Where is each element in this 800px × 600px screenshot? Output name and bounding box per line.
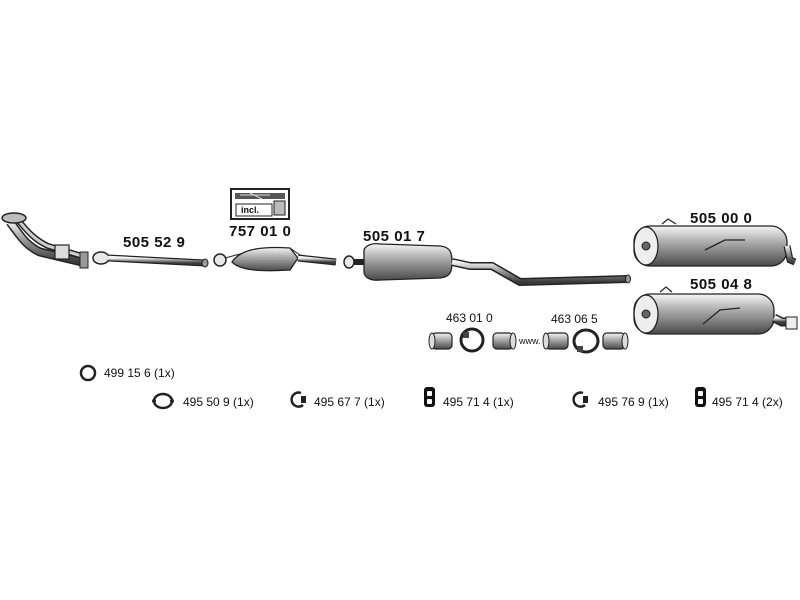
clamp-set-b [542, 328, 629, 354]
accessory-label: 495 71 4 (2x) [712, 395, 783, 409]
clamp-set-a-number: 463 01 0 [446, 311, 493, 325]
flange-gasket-icon [152, 392, 174, 410]
rubber-mount-icon [424, 387, 435, 407]
accessory-label: 495 76 9 (1x) [598, 395, 669, 409]
front-silencer-number: 505 01 7 [363, 228, 426, 245]
clamp-set-b-number: 463 06 5 [551, 312, 598, 326]
rear-silencer-top [633, 218, 797, 267]
front-pipe [1, 212, 89, 269]
accessory-label: 495 71 4 (1x) [443, 395, 514, 409]
catalytic-converter-kit-box [230, 188, 290, 220]
rubber-mount-icon [695, 387, 706, 407]
pipe-clamp-icon [290, 391, 306, 408]
gasket-ring-icon [79, 364, 97, 382]
accessory-label: 495 50 9 (1x) [183, 395, 254, 409]
accessory-label: 499 15 6 (1x) [104, 366, 175, 380]
catalytic-converter-number: 757 01 0 [229, 223, 292, 240]
intermediate-pipe-number: 505 52 9 [123, 234, 186, 251]
intermediate-pipe [92, 251, 209, 268]
rear-silencer-b-number: 505 04 8 [690, 276, 753, 293]
connector-text: www. [519, 336, 541, 346]
catalytic-converter [213, 188, 337, 272]
catalytic-converter-tag: incl. [241, 205, 260, 215]
rear-silencer-bottom [633, 286, 798, 335]
clamp-set-a [428, 327, 517, 353]
rear-silencer-a-number: 505 00 0 [690, 210, 753, 227]
pipe-clamp-icon [572, 391, 588, 408]
front-silencer [343, 243, 631, 287]
accessory-label: 495 67 7 (1x) [314, 395, 385, 409]
